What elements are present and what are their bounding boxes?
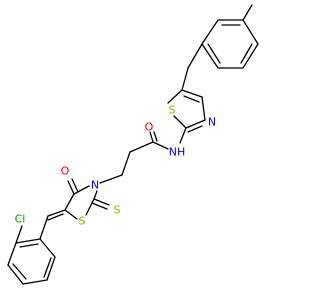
structure-canvas: S N NH O N O S S Cl: [7, 4, 259, 285]
ring-carbonyl-bond-a: [67, 180, 75, 195]
chain-bond-3: [99, 174, 123, 184]
molecule-diagram: S N NH O N O S S Cl: [7, 4, 259, 285]
rhodanine-ring: [64, 185, 98, 220]
chain-bond-2: [121, 151, 131, 176]
ring-carbonyl-bond-b: [71, 178, 79, 193]
thione-bond-b: [91, 202, 108, 210]
tolyl-ring: [201, 19, 259, 69]
chlorine-label: Cl: [15, 213, 26, 226]
chlorophenyl-ring: [7, 238, 56, 285]
benzyl-ch2-bond-1: [187, 43, 203, 69]
carbonyl-double-bond-a: [149, 131, 154, 143]
carbonyl-double-bond-b: [153, 131, 158, 142]
rhodanine-sulfur-label: S: [79, 215, 86, 228]
rhodanine-nitrogen-label: N: [91, 179, 99, 192]
thiazole-nitrogen-label: N: [208, 116, 216, 129]
amide-oxygen-label: O: [145, 121, 154, 134]
exocyclic-double-bond-a: [47, 209, 66, 217]
nh-carbonyl-bond: [152, 141, 169, 150]
ring-oxygen-label: O: [61, 165, 70, 178]
vinyl-aryl-bond: [39, 215, 49, 240]
methyl-bond: [242, 4, 253, 21]
benzyl-ch2-bond-2: [181, 67, 189, 91]
exocyclic-double-bond-b: [47, 213, 64, 221]
thione-sulfur-label: S: [114, 204, 121, 217]
thiazole-nh-bond: [179, 127, 187, 144]
thiazole-sulfur-label: S: [169, 104, 176, 117]
thiazole-ring: [167, 89, 206, 133]
c-cl-bond: [15, 225, 23, 244]
chain-bond-1: [129, 141, 154, 153]
thione-bond-a: [93, 198, 110, 206]
amide-nh-label: NH: [169, 146, 186, 159]
